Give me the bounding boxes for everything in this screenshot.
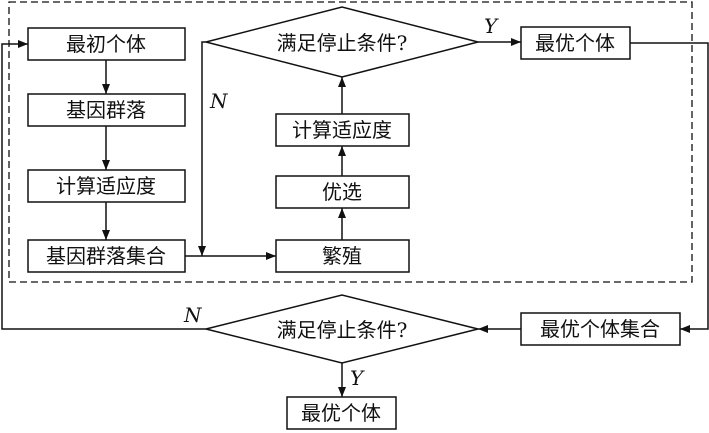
node-reproduce: 繁殖 xyxy=(275,239,410,273)
decision-stop-condition-top-label: 满足停止条件? xyxy=(277,31,408,55)
node-compute-fitness-right-label: 计算适应度 xyxy=(292,118,392,142)
node-initial-individual-label: 最初个体 xyxy=(66,32,146,56)
node-gene-community-set-label: 基因群落集合 xyxy=(46,244,166,268)
node-compute-fitness-left-label: 计算适应度 xyxy=(56,174,156,198)
node-gene-community-label: 基因群落 xyxy=(66,98,146,122)
node-select-best-label: 优选 xyxy=(322,180,362,204)
decision-stop-condition-bottom-label: 满足停止条件? xyxy=(277,318,408,342)
edge-decision-no-loop xyxy=(198,41,206,256)
branch-label-yes-top: Y xyxy=(484,14,499,38)
node-compute-fitness-left: 计算适应度 xyxy=(27,169,186,203)
edge-best-to-set xyxy=(630,42,709,333)
branch-label-no-bottom: N xyxy=(183,303,203,327)
branch-label-yes-bottom: Y xyxy=(350,366,365,390)
decision-stop-condition-top: 满足停止条件? xyxy=(205,6,479,78)
branch-label-no-top: N xyxy=(209,89,229,113)
node-best-individual-bottom-label: 最优个体 xyxy=(301,401,381,425)
node-best-individual-set-label: 最优个体集合 xyxy=(540,317,660,341)
node-initial-individual: 最初个体 xyxy=(27,27,186,61)
node-best-individual-top: 最优个体 xyxy=(520,26,631,60)
edge-bottom-decision-no-loop xyxy=(1,40,206,330)
node-gene-community-set: 基因群落集合 xyxy=(27,239,186,273)
decision-stop-condition-bottom: 满足停止条件? xyxy=(205,294,479,364)
node-best-individual-bottom: 最优个体 xyxy=(286,396,397,430)
node-reproduce-label: 繁殖 xyxy=(322,244,362,268)
node-select-best: 优选 xyxy=(275,175,410,209)
inner-loop-dashed-border xyxy=(8,1,693,283)
node-gene-community: 基因群落 xyxy=(27,93,186,127)
node-best-individual-set: 最优个体集合 xyxy=(520,312,681,346)
node-best-individual-top-label: 最优个体 xyxy=(535,31,615,55)
node-compute-fitness-right: 计算适应度 xyxy=(275,113,410,147)
